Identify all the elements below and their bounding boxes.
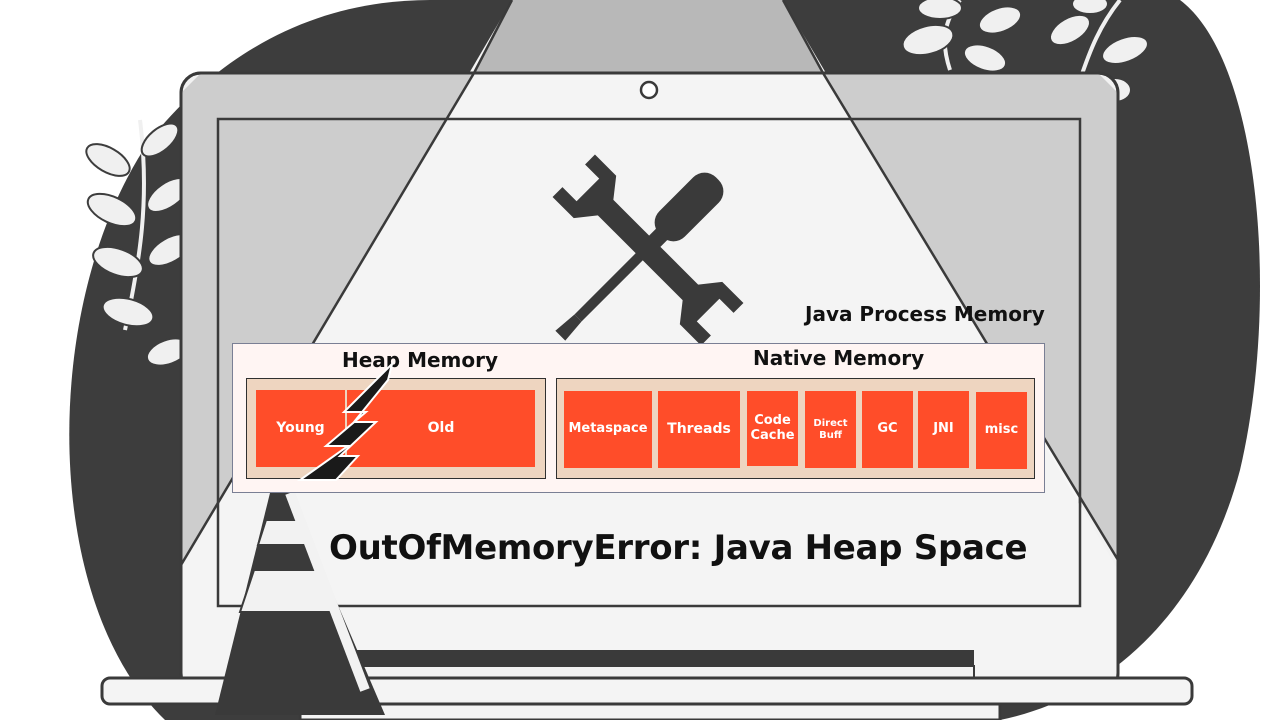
error-message: OutOfMemoryError: Java Heap Space (329, 528, 1028, 568)
native-segment-metaspace: Metaspace (564, 391, 652, 468)
native-segment-direct-buff: Direct Buff (805, 391, 856, 468)
native-segment-threads: Threads (658, 391, 740, 468)
native-memory-title: Native Memory (753, 346, 925, 370)
heap-segment-young: Young (256, 390, 345, 467)
heap-segment-old: Old (347, 390, 535, 467)
heap-memory-title: Heap Memory (342, 348, 499, 372)
native-segment-gc: GC (862, 391, 913, 468)
traffic-cone-icon (215, 491, 385, 715)
leaf-branch-icon (85, 119, 193, 367)
lightning-icon (296, 360, 394, 481)
native-segment-code-cache: Code Cache (747, 391, 798, 466)
process-memory-label: Java Process Memory (805, 302, 1045, 326)
native-segment-misc: misc (976, 392, 1027, 469)
native-segment-jni: JNI (918, 391, 969, 468)
tools-icon (552, 154, 744, 346)
